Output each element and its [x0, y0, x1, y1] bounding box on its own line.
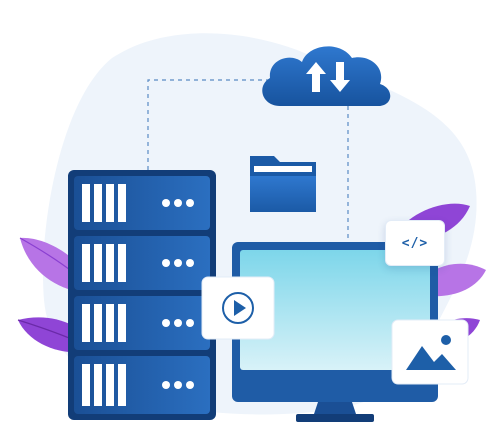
image-card	[391, 319, 469, 385]
server-unit-1	[74, 176, 210, 230]
image-icon	[406, 335, 456, 370]
code-card: </>	[385, 220, 445, 266]
server-unit-2	[74, 236, 210, 290]
folder-icon	[250, 156, 316, 212]
monitor	[232, 242, 438, 422]
server-rack	[68, 170, 216, 420]
play-icon	[222, 292, 254, 324]
cloud-upload-download-icon	[262, 46, 391, 106]
connection-lines	[147, 79, 349, 248]
server-unit-4	[74, 356, 210, 414]
code-icon: </>	[401, 235, 429, 251]
server-unit-3	[74, 296, 210, 350]
video-card	[201, 276, 275, 340]
